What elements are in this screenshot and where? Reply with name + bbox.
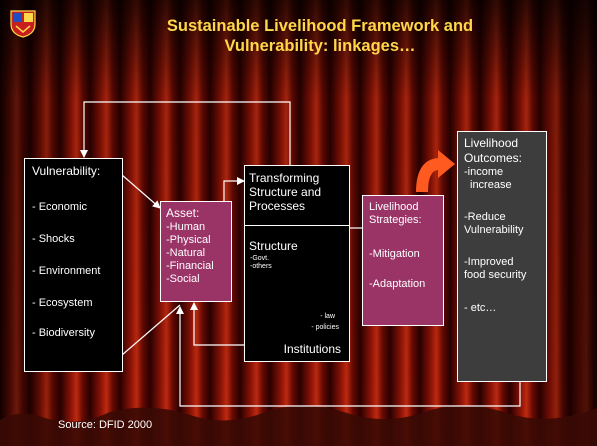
arrow-asset-to-transforming (223, 177, 245, 202)
arrow-vuln-to-asset (121, 174, 161, 209)
outcomes-item-reduce-1: -Reduce (464, 211, 506, 223)
outcomes-box: Livelihood Outcomes: -income increase -R… (457, 131, 547, 382)
curved-arrow-icon (416, 150, 455, 192)
transforming-heading-line-3: Processes (249, 199, 306, 213)
vulnerability-item: - Shocks (32, 233, 75, 245)
strategies-box: Livelihood Strategies: -Mitigation -Adap… (362, 195, 444, 326)
institutions-label: Institutions (283, 342, 341, 356)
outcomes-item-etc: - etc… (464, 302, 497, 314)
asset-heading: Asset: (166, 206, 200, 220)
vulnerability-item: - Ecosystem (32, 297, 93, 309)
institutions-policies: - policies (311, 324, 339, 331)
strategies-heading-line-2: Strategies: (369, 214, 422, 226)
structure-sub-govt: -Govt. (250, 255, 270, 262)
title-line-2: Vulnerability: linkages… (224, 37, 416, 55)
transforming-heading-line-2: Structure and (249, 185, 322, 199)
arrow-institutions-to-asset (190, 302, 244, 346)
structure-label: Structure (249, 239, 298, 253)
asset-box: Asset: -Human -Physical -Natural -Financ… (160, 201, 232, 302)
outcomes-heading-line-2: Outcomes: (464, 151, 523, 165)
feedback-loop-top (80, 101, 291, 165)
outcomes-heading-line-1: Livelihood (464, 136, 519, 150)
asset-item: -Physical (166, 234, 211, 246)
vulnerability-heading: Vulnerability: (32, 164, 101, 178)
slide-title: Sustainable Livelihood Framework and Vul… (80, 16, 560, 56)
outcomes-item-income-1: -income (464, 166, 504, 178)
strategies-item-mitigation: -Mitigation (369, 248, 420, 260)
transforming-divider (245, 225, 349, 226)
vulnerability-item: - Economic (32, 201, 88, 213)
outcomes-item-food-2: food security (464, 269, 527, 281)
asset-item: -Social (166, 273, 200, 285)
arrow-asset-to-vuln (121, 304, 181, 356)
transforming-box: Transforming Structure and Processes Str… (244, 165, 350, 362)
outcomes-item-food-1: -Improved (464, 256, 514, 268)
outcomes-item-income-2: increase (470, 179, 512, 191)
source-caption: Source: DFID 2000 (58, 419, 153, 431)
institutions-law: - law (320, 313, 335, 320)
university-crest-logo (10, 10, 36, 38)
vulnerability-item: - Biodiversity (32, 327, 95, 339)
title-line-1: Sustainable Livelihood Framework and (166, 17, 474, 35)
feedback-loop-bottom (176, 306, 521, 407)
outcomes-item-reduce-2: Vulnerability (464, 224, 524, 236)
strategies-heading-line-1: Livelihood (369, 201, 419, 213)
transforming-heading-line-1: Transforming (249, 171, 320, 185)
structure-sub-others: -others (250, 263, 272, 270)
asset-item: -Financial (166, 260, 214, 272)
vulnerability-box: Vulnerability: - Economic - Shocks - Env… (24, 158, 123, 372)
strategies-item-adaptation: -Adaptation (369, 278, 426, 290)
vulnerability-item: - Environment (32, 265, 101, 277)
asset-item: -Human (166, 221, 206, 233)
asset-item: -Natural (166, 247, 206, 259)
